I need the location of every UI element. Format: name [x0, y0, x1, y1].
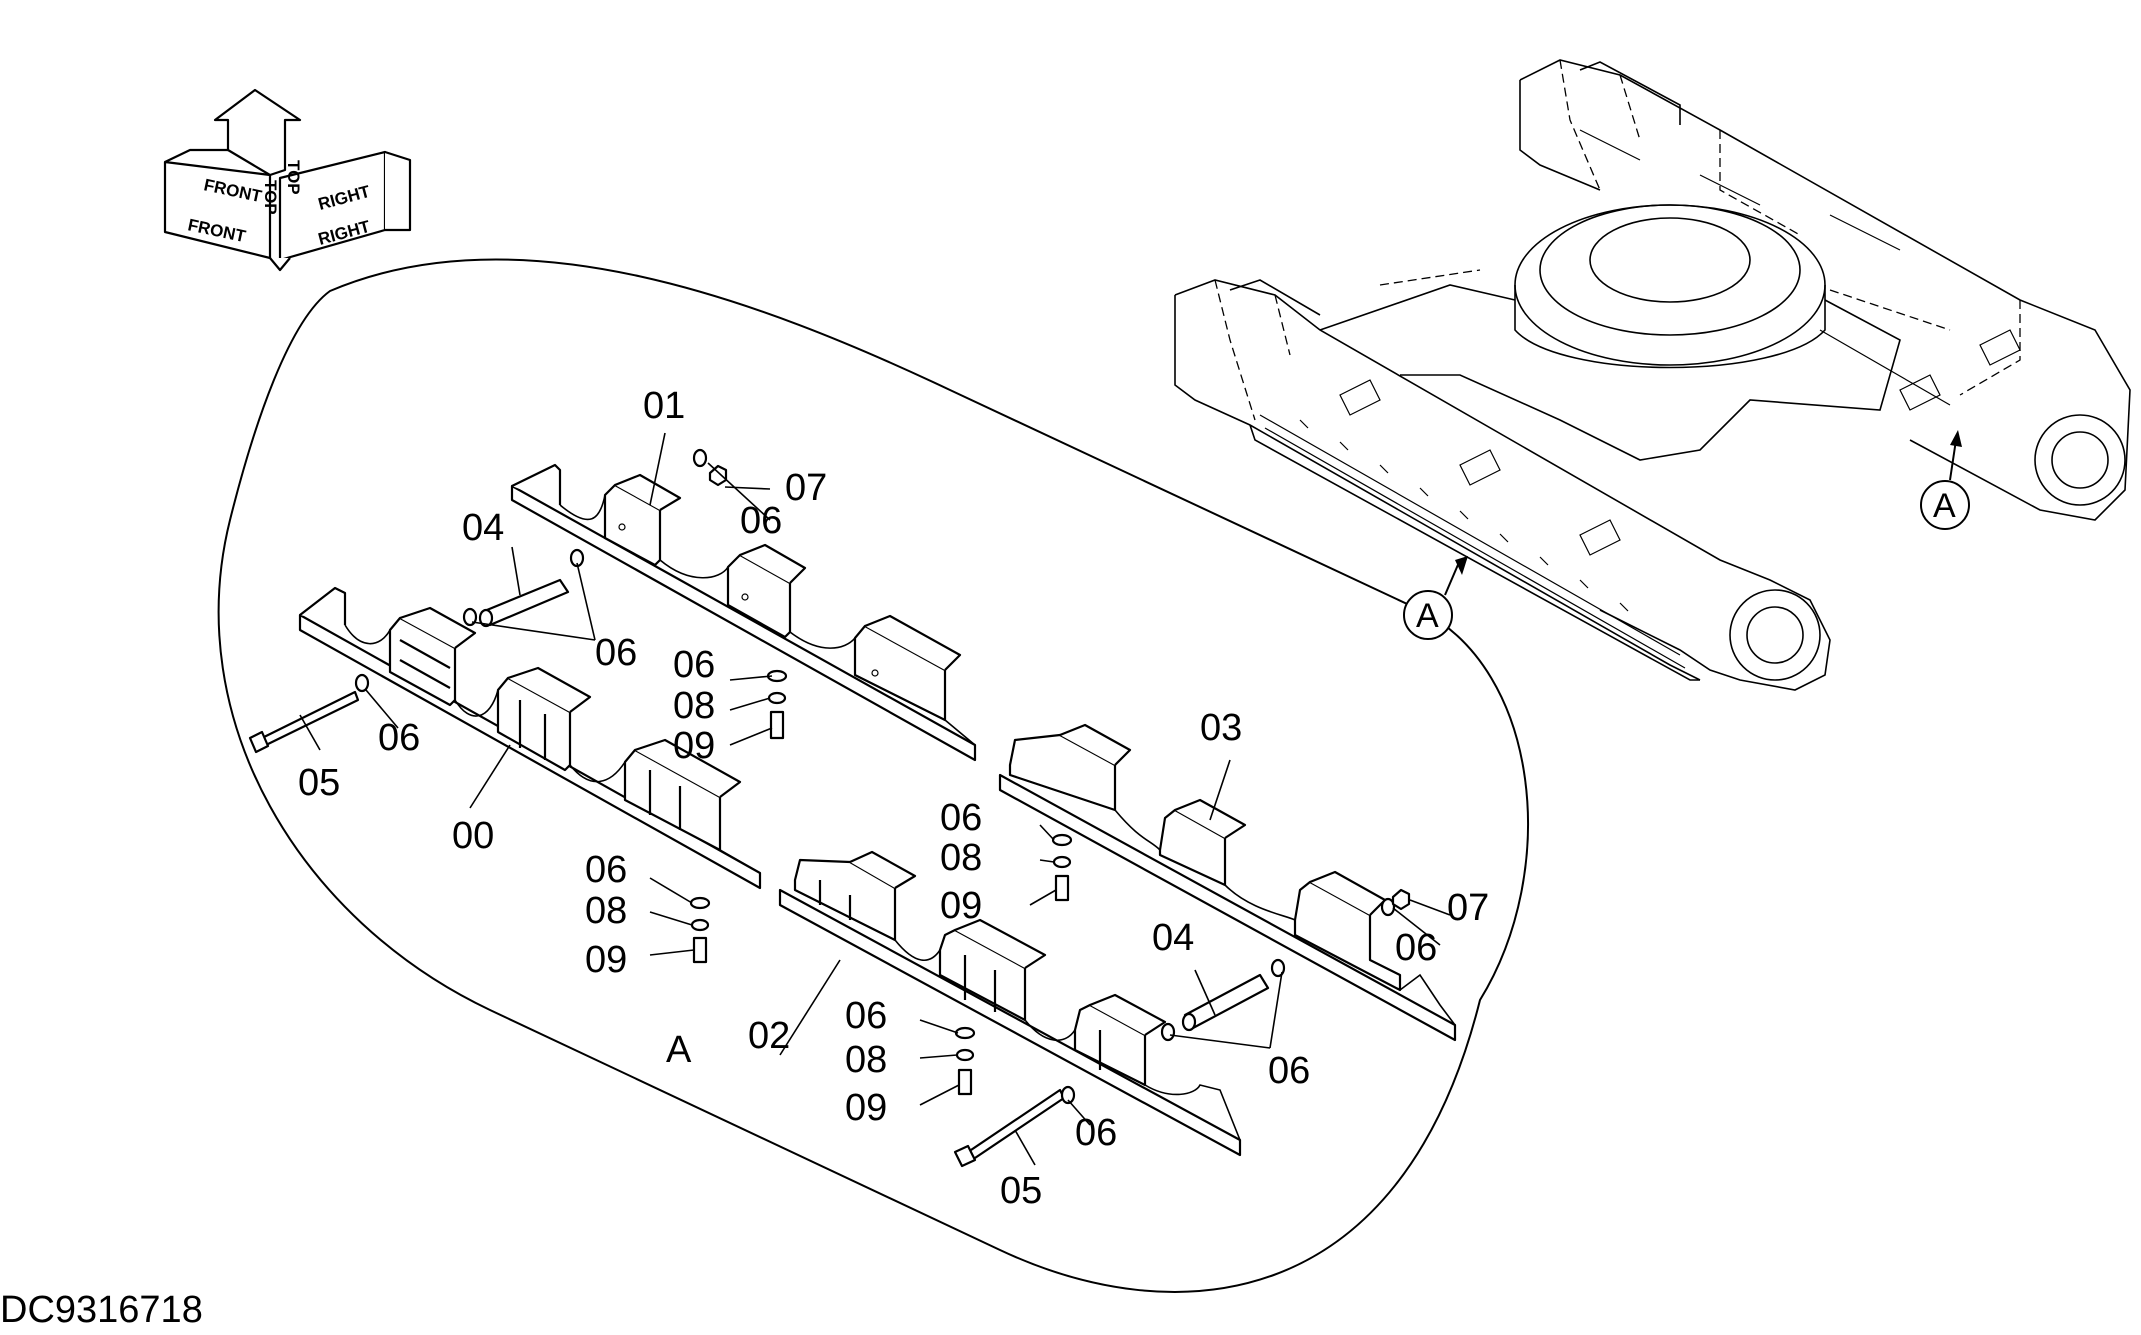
callout-06-e: 06	[585, 849, 627, 891]
orientation-indicator: FRONT FRONT TOP TOP RIGHT RIGHT	[163, 88, 412, 272]
callout-09-c: 09	[845, 1087, 887, 1129]
detail-boundary	[217, 258, 1529, 1293]
pin-04-left	[478, 578, 570, 628]
pin-04-right	[1181, 973, 1270, 1032]
callout-06-c: 06	[673, 644, 715, 686]
undercarriage-frame	[1174, 59, 2131, 691]
callout-01: 01	[643, 385, 685, 427]
callout-00: 00	[452, 815, 494, 857]
svg-text:A: A	[1933, 487, 1956, 525]
track-guard-02	[778, 850, 1242, 1157]
callout-06-j: 06	[1268, 1050, 1310, 1092]
callout-06-g: 06	[1075, 1112, 1117, 1154]
callout-labels: 01 04 07 06 06 06 08 09 06 05 00 06 08 0…	[298, 385, 1489, 1212]
callout-06-d: 06	[378, 717, 420, 759]
callout-09-d: 09	[940, 885, 982, 927]
callout-08-d: 08	[940, 837, 982, 879]
callout-06-b: 06	[595, 632, 637, 674]
callout-08-c: 08	[845, 1039, 887, 1081]
callout-02: 02	[748, 1015, 790, 1057]
callout-06-h: 06	[940, 797, 982, 839]
drawing-code: DC9316718	[0, 1289, 203, 1331]
top-label-mirror: TOP	[284, 160, 303, 195]
view-label-a: A	[666, 1029, 692, 1071]
bolt-05-left	[248, 690, 360, 754]
ref-marker-rear: A	[1920, 430, 1970, 530]
callout-03: 03	[1200, 707, 1242, 749]
callout-05-left: 05	[298, 762, 340, 804]
top-label: TOP	[261, 180, 280, 215]
callout-07-lower: 07	[1447, 887, 1489, 929]
track-guard-01	[510, 463, 977, 762]
leader-lines	[299, 432, 1451, 1166]
callout-06-f: 06	[845, 995, 887, 1037]
track-guard-03	[998, 723, 1457, 1042]
callout-09-a: 09	[673, 725, 715, 767]
callout-09-b: 09	[585, 939, 627, 981]
callout-06-i: 06	[1395, 927, 1437, 969]
callout-06-a: 06	[740, 500, 782, 542]
callout-05-right: 05	[1000, 1170, 1042, 1212]
callout-07-upper: 07	[785, 467, 827, 509]
hardware-small	[354, 448, 1411, 1105]
svg-text:A: A	[1416, 597, 1439, 635]
track-guard-00	[298, 586, 762, 890]
callout-04-left: 04	[462, 507, 504, 549]
callout-04-right: 04	[1152, 917, 1194, 959]
callout-08-a: 08	[673, 685, 715, 727]
ref-marker-front: A	[1403, 556, 1468, 640]
callout-08-b: 08	[585, 890, 627, 932]
bolt-05-right	[953, 1088, 1066, 1168]
